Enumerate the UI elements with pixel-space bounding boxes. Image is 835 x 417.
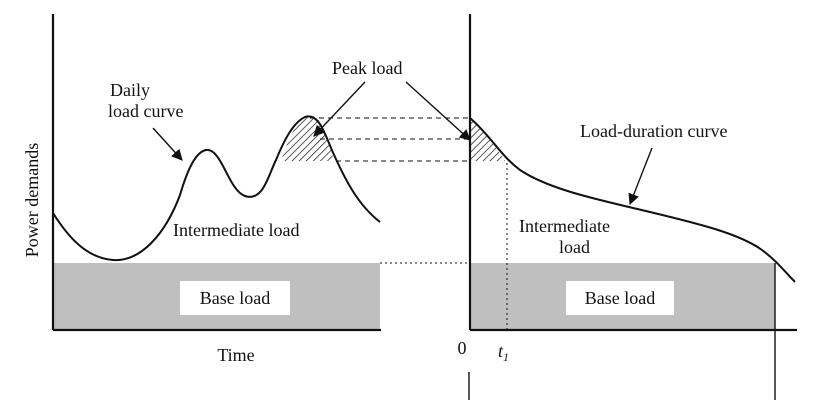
peak-load-hatch-right <box>470 118 505 161</box>
x-axis-label-time: Time <box>217 345 254 365</box>
t1-subscript: 1 <box>503 350 509 364</box>
t1-label: t1 <box>498 341 509 364</box>
load-duration-curve <box>469 117 796 283</box>
daily-load-panel: Base load Power demands Time Daily load … <box>22 14 471 365</box>
intermediate-load-label-right-line2: load <box>559 237 590 257</box>
base-load-label-box-left <box>180 281 290 315</box>
load-duration-label: Load-duration curve <box>580 121 727 141</box>
daily-curve-arrow <box>152 127 183 161</box>
load-duration-arrow <box>628 147 653 206</box>
y-axis-label: Power demands <box>22 143 42 257</box>
peak-load-arrow-left <box>313 81 366 137</box>
base-load-label-right: Base load <box>585 288 655 308</box>
base-load-label-box-right <box>566 281 674 315</box>
base-load-label-left: Base load <box>200 288 270 308</box>
daily-curve-label-line2: load curve <box>108 101 183 121</box>
t1-letter: t <box>498 341 504 361</box>
peak-load-arrow-right <box>405 81 471 141</box>
intermediate-load-label-right-line1: Intermediate <box>519 216 610 236</box>
intermediate-load-label-left: Intermediate load <box>173 220 299 240</box>
peak-load-label: Peak load <box>332 58 402 78</box>
origin-label: 0 <box>458 338 467 358</box>
daily-curve-label-line1: Daily <box>110 80 150 100</box>
load-duration-panel: Base load 0 t1 Load-duration curve Inter… <box>458 14 797 400</box>
daily-load-curve <box>52 115 381 262</box>
